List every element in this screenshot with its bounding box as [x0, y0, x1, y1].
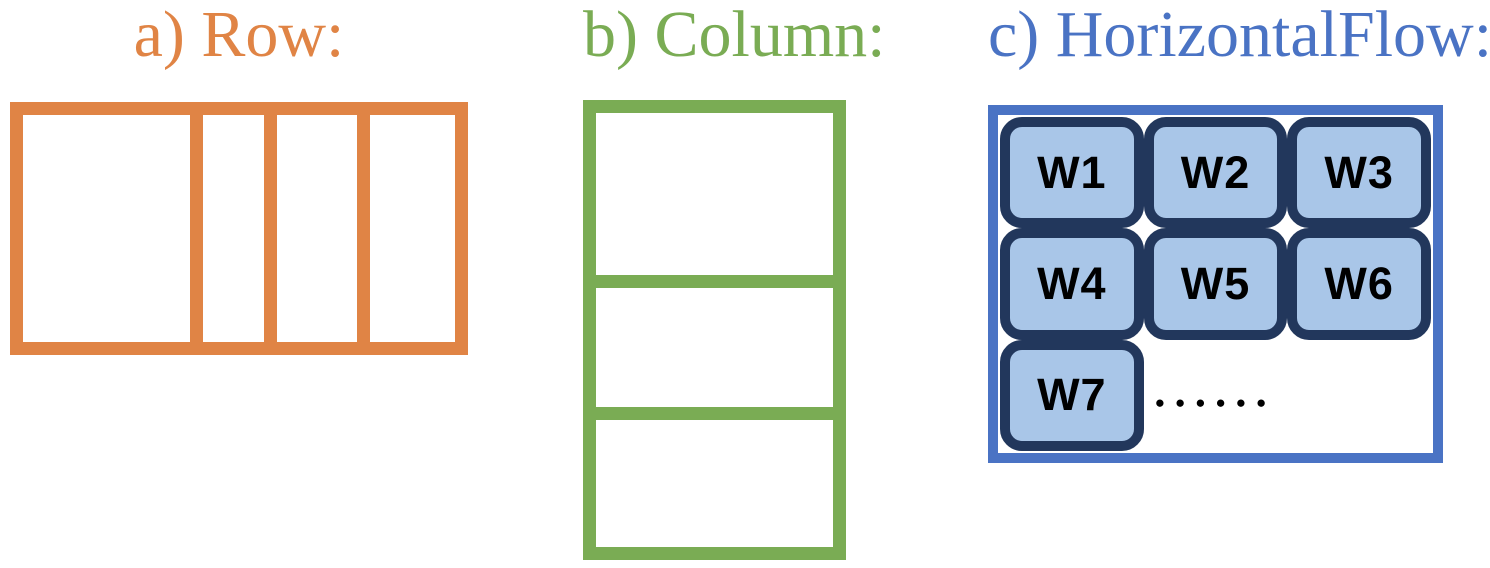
column-layout-box [583, 100, 846, 560]
widget-label: W2 [1180, 146, 1251, 198]
widget-w2: W2 [1143, 117, 1288, 229]
widget-w4: W4 [1000, 228, 1144, 340]
horizontal-flow-container: W1 W2 W3 W4 W5 W6 W7 ●●●●●● [988, 105, 1443, 463]
column-cell-2 [596, 288, 833, 407]
widget-label: W1 [1037, 146, 1107, 198]
widget-label: W7 [1037, 369, 1107, 421]
widget-label: W3 [1324, 146, 1394, 198]
widget-label: W4 [1037, 257, 1107, 309]
more-widgets-indicator: ●●●●●● [1143, 339, 1288, 451]
widget-w6: W6 [1287, 228, 1431, 340]
row-cell-2 [203, 115, 264, 342]
widget-w5: W5 [1143, 228, 1288, 340]
column-cell-1 [596, 113, 833, 275]
row-cell-3 [276, 115, 357, 342]
widget-label: W5 [1180, 257, 1251, 309]
row-layout-box [10, 102, 468, 355]
widget-label: W6 [1324, 257, 1394, 309]
column-panel-title: b) Column: [583, 0, 886, 71]
ellipsis-dots: ●●●●●● [1154, 393, 1277, 413]
row-cell-4 [369, 115, 455, 342]
horizontal-flow-panel-title: c) HorizontalFlow: [988, 0, 1490, 71]
widget-w1: W1 [1000, 117, 1144, 229]
widget-w7: W7 [1000, 339, 1144, 451]
widget-w3: W3 [1287, 117, 1431, 229]
column-cell-3 [596, 420, 833, 547]
row-cell-1 [23, 115, 191, 342]
row-panel-title: a) Row: [133, 0, 345, 71]
